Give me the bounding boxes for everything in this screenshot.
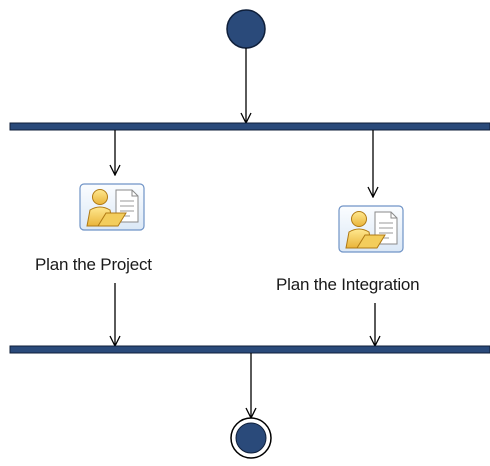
- plan-integration-task-icon[interactable]: [338, 205, 404, 253]
- plan-project-task-icon[interactable]: [79, 183, 145, 231]
- initial-node[interactable]: [226, 9, 266, 49]
- fork-bar[interactable]: [9, 122, 490, 131]
- join-bar[interactable]: [9, 345, 490, 354]
- plan-integration-label: Plan the Integration: [276, 275, 420, 294]
- plan-project-label: Plan the Project: [35, 255, 152, 274]
- activity-final-node[interactable]: [230, 417, 272, 459]
